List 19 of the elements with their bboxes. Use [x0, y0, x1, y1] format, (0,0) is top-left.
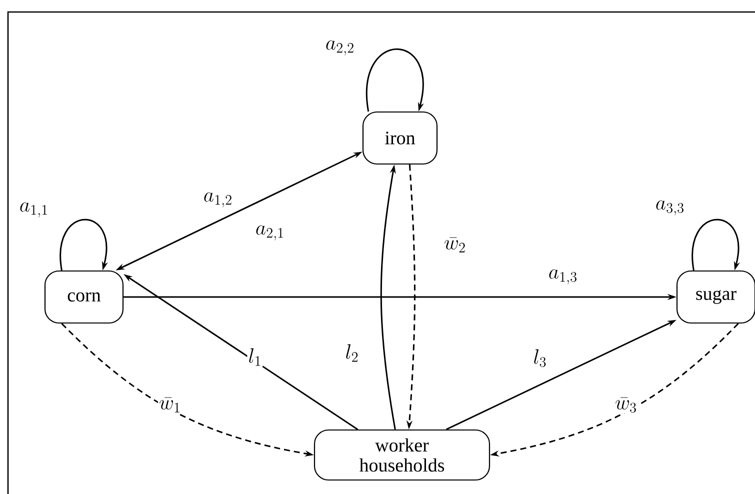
edge-label: $l_2$: [344, 343, 360, 363]
rounded-box: worker households: [314, 429, 490, 481]
arrow: [692, 218, 740, 270]
edge-label: $l_3$: [532, 348, 548, 368]
rounded-box: iron: [362, 111, 438, 165]
arrow: [60, 218, 108, 270]
edge-label: $l_1$: [247, 347, 263, 367]
edge-label: $a_{2,2}$: [324, 40, 356, 56]
edge-label: $\bar{w}_1$: [158, 396, 182, 414]
edge-label: $\bar{w}_3$: [614, 396, 638, 414]
edge-label: $a_{1,3}$: [547, 268, 579, 286]
edge-label: $a_{3,3}$: [654, 200, 686, 216]
rounded-box: sugar: [676, 270, 755, 324]
edge-label: $\bar{w}_2$: [442, 236, 468, 254]
arrow: [366, 48, 424, 112]
edge-label: $a_{1,1}$: [18, 202, 50, 218]
rounded-box: corn: [44, 270, 124, 324]
edge-label: $a_{1,2}$: [202, 192, 234, 208]
coefficient-label: $a_{2,1}$: [254, 224, 286, 242]
